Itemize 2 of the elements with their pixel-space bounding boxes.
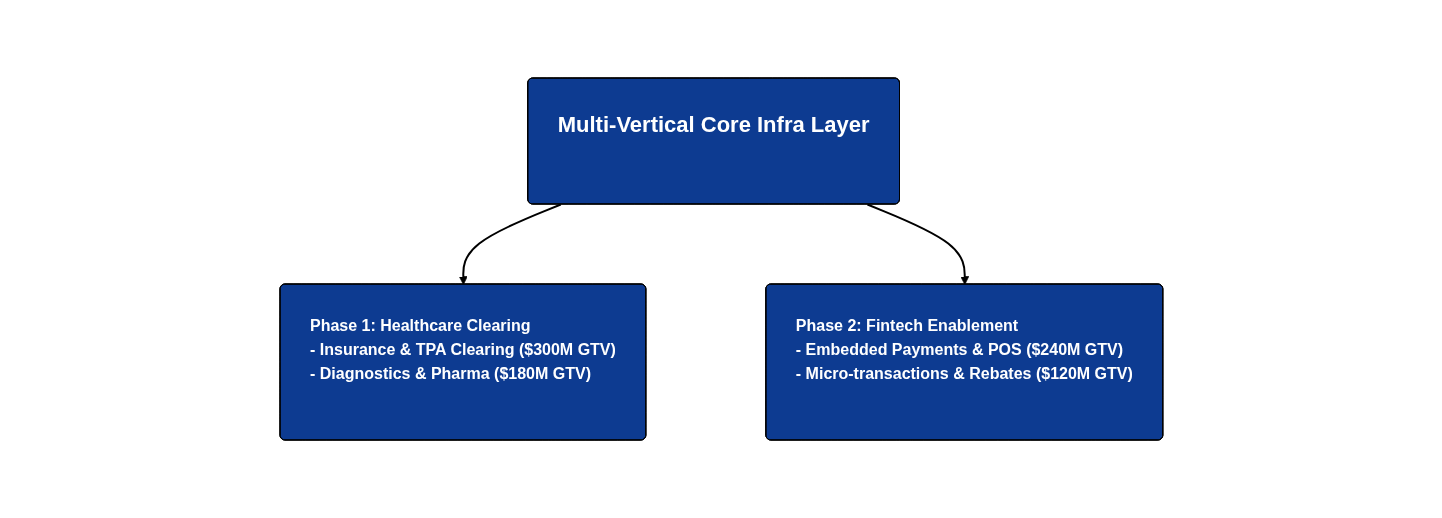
arrow: [866, 203, 969, 285]
arrow: [458, 203, 562, 285]
